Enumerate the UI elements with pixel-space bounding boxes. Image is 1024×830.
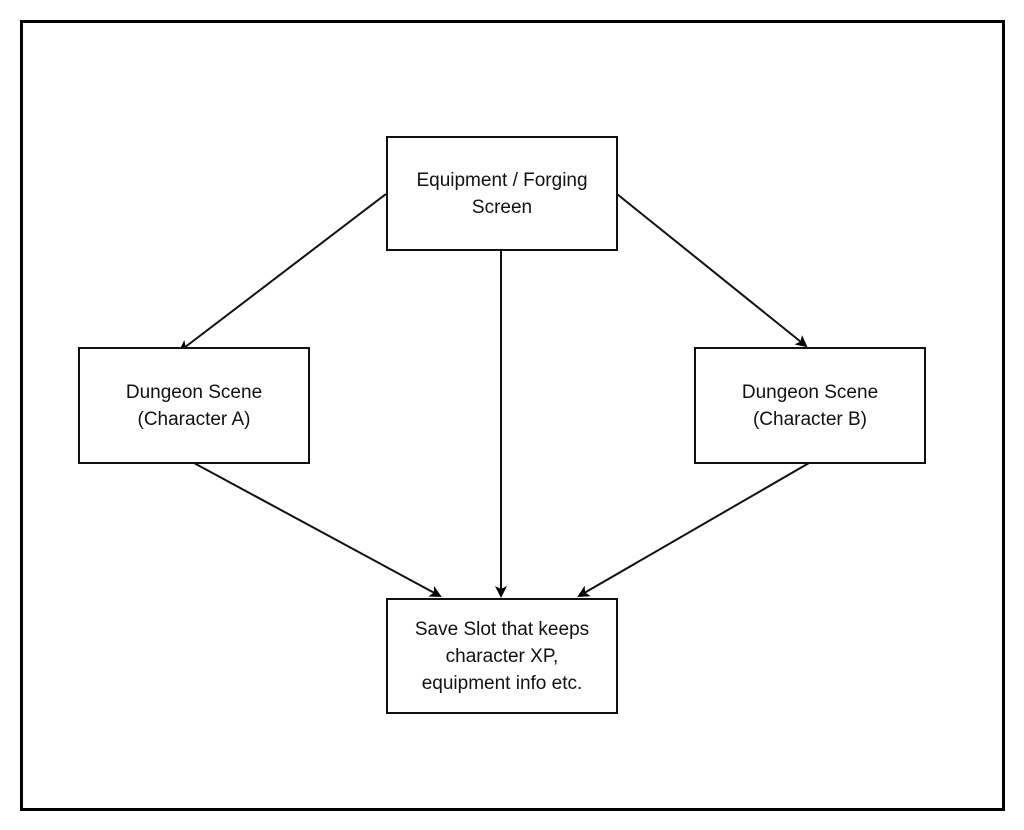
node-label: Dungeon Scene (Character B): [741, 381, 879, 430]
edge-top-to-left: [178, 193, 387, 353]
edge-top-to-right: [616, 193, 808, 348]
node-dungeon-scene-character-a: Dungeon Scene (Character A): [78, 347, 310, 464]
node-label: Equipment / Forging Screen: [416, 169, 588, 218]
edge-right-to-bottom: [577, 462, 810, 598]
node-label: Save Slot that keeps character XP, equip…: [414, 618, 590, 694]
edge-left-to-bottom: [193, 462, 442, 597]
node-label: Dungeon Scene (Character A): [125, 381, 263, 430]
node-equipment-forging-screen: Equipment / Forging Screen: [386, 136, 618, 251]
node-dungeon-scene-character-b: Dungeon Scene (Character B): [694, 347, 926, 464]
node-save-slot: Save Slot that keeps character XP, equip…: [386, 598, 618, 714]
